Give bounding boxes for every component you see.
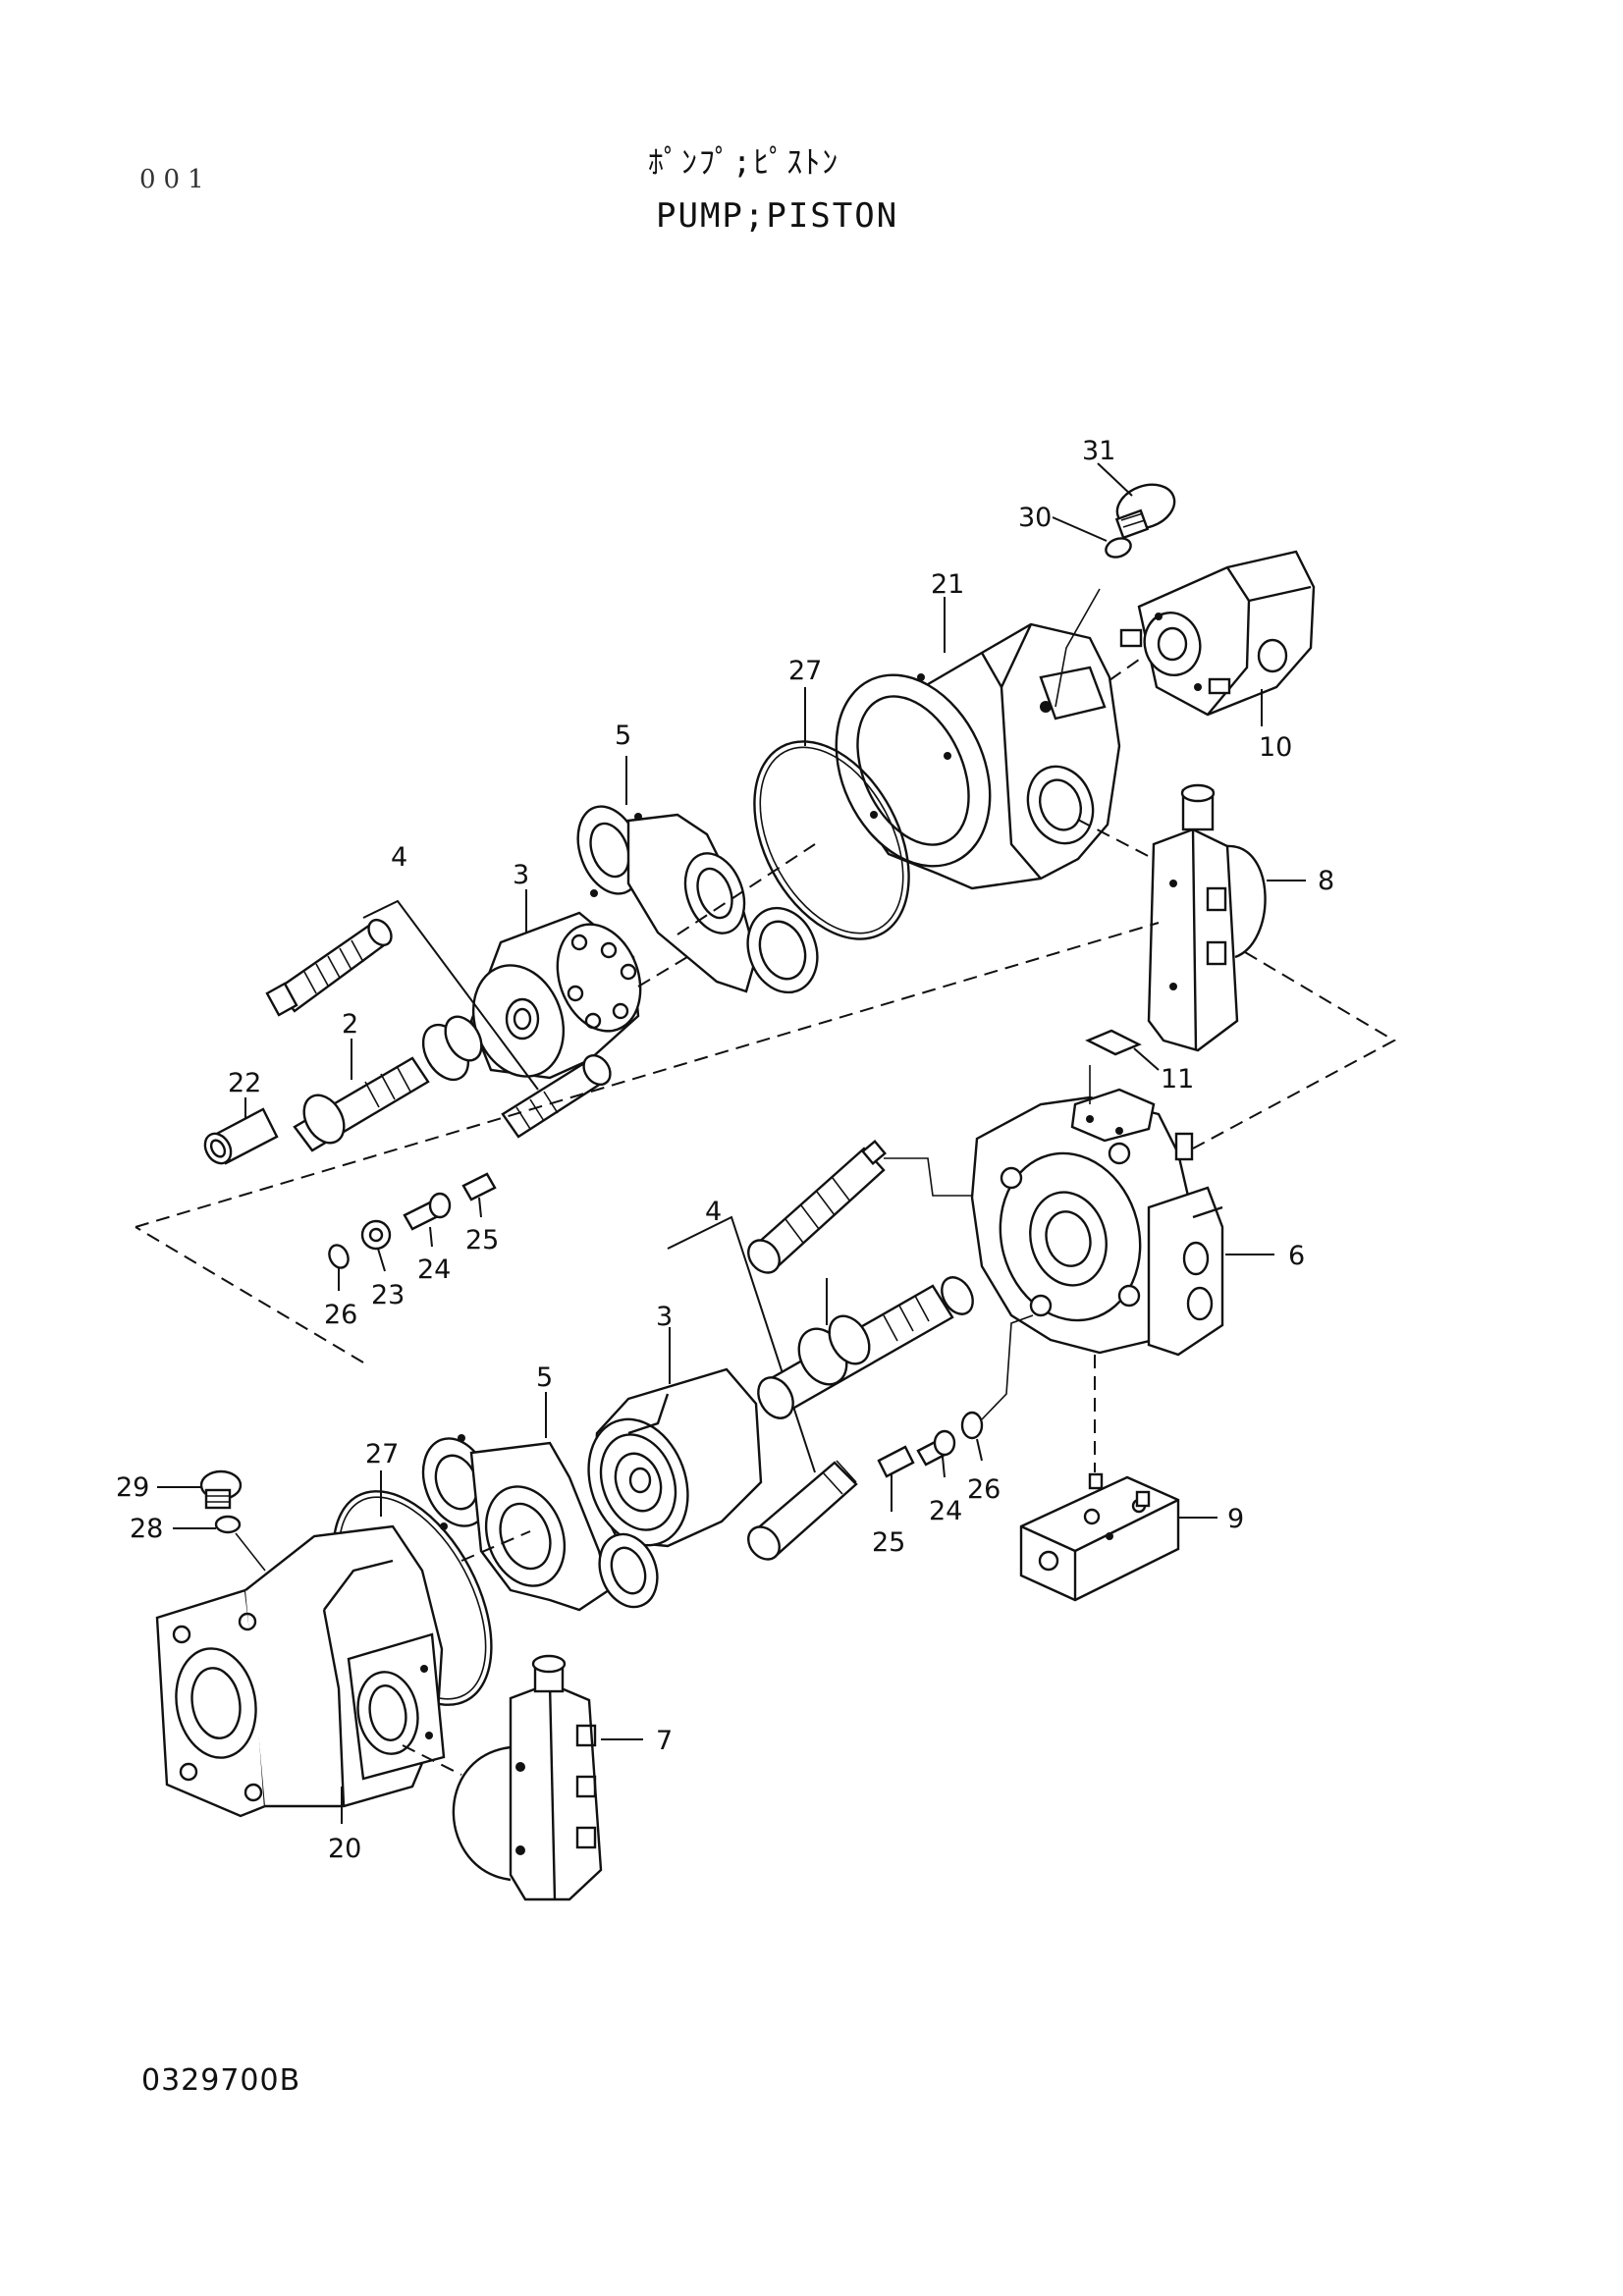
callout-2: 2 xyxy=(342,1009,358,1040)
callout-3a: 3 xyxy=(513,860,529,890)
swash-plate-5-upper xyxy=(576,805,819,994)
callout-3b: 3 xyxy=(656,1302,673,1332)
callout-31: 31 xyxy=(1082,436,1115,466)
cylinder-block-3-upper xyxy=(469,911,642,1080)
servo-piston-4-lower xyxy=(747,1140,887,1274)
callout-9: 9 xyxy=(1227,1504,1244,1534)
title-english: PUMP;PISTON xyxy=(656,196,899,236)
regulator-valve-8 xyxy=(1147,783,1267,1052)
callout-26b: 26 xyxy=(967,1474,1001,1505)
callout-4b: 4 xyxy=(705,1197,722,1227)
pump-housing-21 xyxy=(835,622,1121,890)
callout-24a: 24 xyxy=(417,1255,451,1285)
drive-shaft-2-upper xyxy=(293,1015,483,1152)
sleeve-22 xyxy=(203,1107,279,1165)
small-parts-upper xyxy=(328,1172,497,1269)
callout-29: 29 xyxy=(116,1472,149,1503)
plug-31 xyxy=(1114,483,1176,540)
pump-housing-20 xyxy=(155,1524,446,1818)
callout-11: 11 xyxy=(1161,1064,1194,1095)
oring-28 xyxy=(214,1515,242,1534)
callout-5b: 5 xyxy=(536,1362,553,1393)
callout-27b: 27 xyxy=(365,1439,399,1469)
callout-5a: 5 xyxy=(615,721,631,751)
cylinder-block-3-lower xyxy=(587,1367,763,1548)
assembly-boundary-upper xyxy=(135,922,1397,1363)
callout-30: 30 xyxy=(1018,503,1052,533)
callout-10: 10 xyxy=(1259,732,1292,763)
servo-piston-4b-lower xyxy=(747,1460,858,1561)
regulator-valve-7 xyxy=(452,1654,603,1901)
drawing-number: 0329700B xyxy=(141,2063,301,2098)
callout-25a: 25 xyxy=(465,1225,499,1255)
callout-22: 22 xyxy=(228,1068,261,1098)
callout-4a: 4 xyxy=(391,842,407,873)
callout-26a: 26 xyxy=(324,1300,357,1330)
callout-20: 20 xyxy=(328,1834,361,1864)
valve-block-6 xyxy=(970,1088,1224,1357)
plug-29 xyxy=(199,1469,243,1510)
callout-24b: 24 xyxy=(929,1496,962,1526)
servo-piston-4-upper xyxy=(265,918,393,1017)
callout-6: 6 xyxy=(1288,1241,1305,1271)
oring-30 xyxy=(1105,537,1132,559)
callout-25b: 25 xyxy=(872,1527,905,1558)
manifold-block-9 xyxy=(1019,1472,1180,1602)
servo-piston-4b-upper xyxy=(501,1053,612,1139)
gear-pump-10 xyxy=(1119,550,1316,717)
drive-shaft-lower xyxy=(757,1276,974,1419)
title-japanese: ﾎﾟﾝﾌﾟ;ﾋﾟｽﾄﾝ xyxy=(648,143,840,181)
page-number: 001 xyxy=(139,165,212,194)
callout-27a: 27 xyxy=(788,656,822,686)
callout-8: 8 xyxy=(1318,866,1334,896)
callout-7: 7 xyxy=(656,1726,673,1756)
swash-plate-5-lower xyxy=(421,1434,659,1612)
callout-23: 23 xyxy=(371,1280,405,1310)
callout-28: 28 xyxy=(130,1514,163,1544)
callout-21: 21 xyxy=(931,569,964,600)
name-plate-11 xyxy=(1085,1029,1142,1056)
small-parts-lower xyxy=(877,1411,984,1478)
